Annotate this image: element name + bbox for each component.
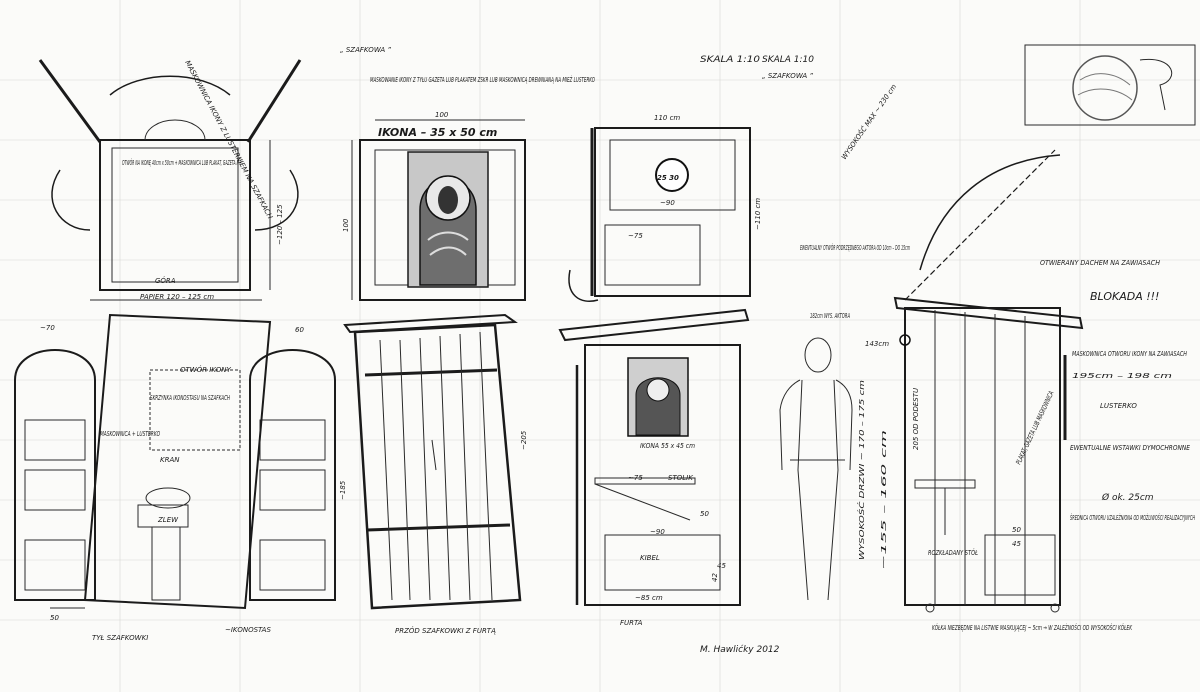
dim-185: ~185 xyxy=(339,480,347,500)
kran-label: KRAN xyxy=(160,456,180,464)
otwierany-dach-note: OTWIERANY DACHEM NA ZAWIASACH xyxy=(1040,259,1161,267)
gora-label: GÓRA xyxy=(155,276,176,285)
przod-caption: PRZÓD SZAFKOWKI Z FURTĄ xyxy=(395,626,496,635)
cabin-side-view xyxy=(893,149,1084,613)
icon-frame-back-view xyxy=(38,59,302,301)
dim-45-cabin: 45 xyxy=(1012,540,1021,548)
ikona-55-label: IKONA 55 x 45 cm xyxy=(640,442,695,450)
dim-85: ~85 cm xyxy=(635,594,663,602)
dim-195-198: 195cm – 198 cm xyxy=(1072,372,1172,380)
icon-front-view xyxy=(351,119,526,301)
dim-90-section: ~90 xyxy=(650,528,665,536)
title-szafkowa: „ SZAFKOWA ” xyxy=(340,46,391,54)
wys-aktora-label: 182cm WYS. AKTORA xyxy=(810,312,850,320)
author-signature: M. Hawlićky 2012 xyxy=(700,644,780,655)
otwor-ikony-label: OTWÓR IKONY xyxy=(180,365,232,374)
dim-155-160: ~155 – 160 cm xyxy=(880,430,888,570)
dim-50-bottom: 50 xyxy=(50,614,59,622)
papier-label: PAPIER 120 – 125 cm xyxy=(140,293,214,301)
maskowanie-note: MASKOWANIE IKONY Z TYŁU GAZETA LUB PLAKA… xyxy=(370,75,595,84)
otwor-note: OTWÓR NA IKONĘ 40cm x 50cm + MASKOWNICA … xyxy=(122,158,242,167)
kolka-note: KÓŁKA NIEZBĘDNE NA LISTWIE MASKUJĄCEJ ~ … xyxy=(932,623,1133,632)
dim-70: ~70 xyxy=(40,324,55,332)
dim-120-125: ~120 – 125 xyxy=(276,204,284,245)
thumbnail-sketch xyxy=(1024,44,1196,126)
side-panel-top-view xyxy=(568,127,751,302)
plakat-note: PLAKAT, GAZETA LUB MASKOWNICA xyxy=(1015,390,1056,466)
blokada-label: BLOKADA !!! xyxy=(1090,290,1159,303)
skrzynka-note: SKRZYNKA IKONOSTASU NA SZAFKACH xyxy=(150,394,230,402)
actor-figure xyxy=(779,337,853,601)
ikona-size-label: IKONA – 35 x 50 cm xyxy=(378,126,497,139)
kibel-label: KIBEL xyxy=(640,554,660,562)
srednica-note: ŚREDNICA OTWORU UZALEŻNIONA OD MOŻLIWOŚC… xyxy=(1070,513,1195,522)
dim-143: 143cm xyxy=(865,340,889,348)
position-marker-25-30: 25 30 xyxy=(657,174,679,182)
ikonostas-caption: ~IKONOSTAS xyxy=(225,626,271,634)
ewentualny-otwor-note: EWENTUALNY OTWÓR PODRZĘDNEGO AKTORA OD 1… xyxy=(800,243,910,252)
maskownica-otworu-note: MASKOWNICA OTWORU IKONY NA ZAWIASACH xyxy=(1072,350,1188,358)
ikonostas-back-view xyxy=(14,313,336,610)
wysokosc-max-label: WYSOKOŚĆ MAX ~ 230 cm xyxy=(839,82,898,161)
dim-100: 100 xyxy=(435,111,449,119)
lusterko-label: LUSTERKO xyxy=(1100,402,1137,410)
dim-75-section: ~75 xyxy=(628,474,643,482)
furta-caption: FURTA xyxy=(620,619,643,627)
scale-subtitle: „ SZAFKOWA ” xyxy=(762,72,813,80)
tyl-caption: TYŁ SZAFKOWKI xyxy=(92,634,148,642)
dim-205: ~205 xyxy=(520,430,528,450)
stolik-label: STOLIK xyxy=(668,474,694,482)
dim-100-vertical: 100 xyxy=(342,218,350,232)
dim-50-section: 50 xyxy=(700,510,709,518)
ewentualne-wstawki-note: EWENTUALNE WSTAWKI DYMOCHRONNE xyxy=(1070,444,1190,452)
scale-label-right: SKALA 1:10 xyxy=(762,55,814,65)
front-gate-view xyxy=(343,313,522,610)
side-section-view xyxy=(558,308,750,606)
dim-110-side: ~110 cm xyxy=(754,198,762,230)
dim-42-section: 42 xyxy=(711,573,719,582)
dim-110: 110 cm xyxy=(654,114,680,122)
dim-50-cabin: 50 xyxy=(1012,526,1021,534)
dim-45-section: 45 xyxy=(717,562,726,570)
dim-90-top: ~90 xyxy=(660,199,675,207)
dim-75-top: ~75 xyxy=(628,232,643,240)
dim-60: 60 xyxy=(295,326,304,334)
rozkladany-stol-label: ROZKŁADANY STÓŁ xyxy=(928,548,978,557)
zlew-label: ZLEW xyxy=(157,516,179,524)
scale-label-left: SKALA 1:10 xyxy=(700,55,760,65)
wysokosc-drzwi-label: WYSOKOŚĆ DRZWI ~ 170 – 175 cm xyxy=(857,380,866,560)
dim-205-podest: 205 OD PODESTU xyxy=(912,388,920,450)
otwor-25-label: Ø ok. 25cm xyxy=(1101,492,1154,503)
maskownica-lusterko-note: MASKOWNICA + LUSTERKO xyxy=(100,430,160,438)
